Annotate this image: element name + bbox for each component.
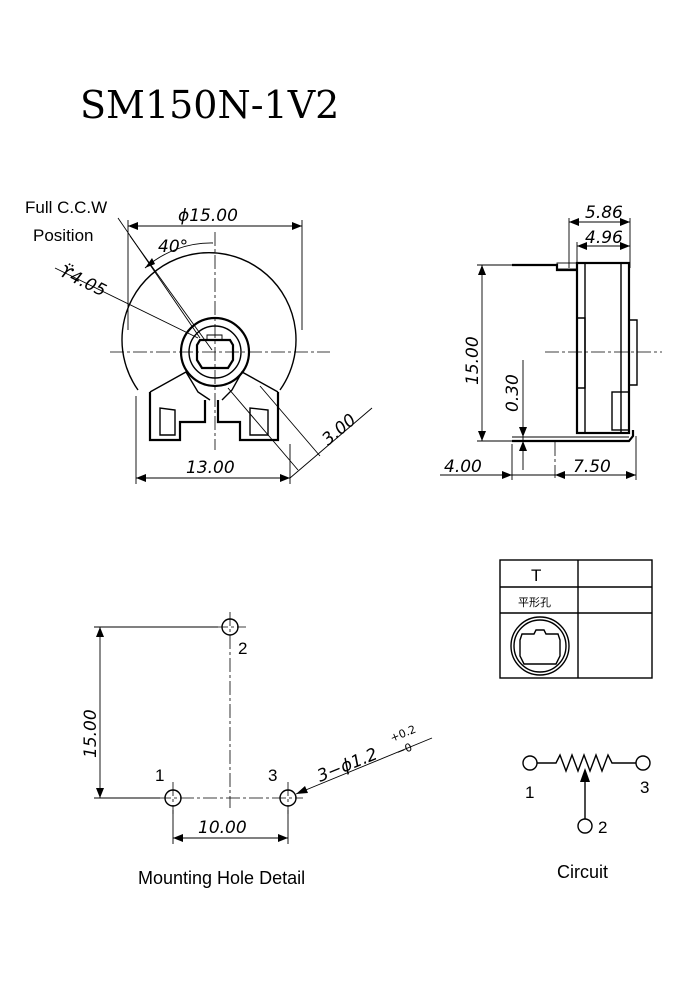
table-row-label: 平形孔 <box>518 596 551 609</box>
side-shaft-left <box>577 317 586 389</box>
side-terminal-box <box>611 391 630 431</box>
ccw-label-line2: Position <box>33 226 93 245</box>
circuit-diagram: 1 2 3 Circuit <box>522 753 651 882</box>
side-body <box>575 261 631 435</box>
resistor-symbol <box>537 753 636 773</box>
pin-ext-1 <box>227 387 299 471</box>
front-terminal-inner <box>159 407 269 436</box>
circuit-terminal-3 <box>635 755 651 771</box>
mounting-hole-detail: 15.00 10.00 3−ϕ1.2 +0.2 −0 1 2 3 Mountin… <box>81 612 433 888</box>
hole-spec-leader <box>295 737 433 795</box>
circuit-pin-2: 2 <box>598 818 607 837</box>
dim-pin-label: 3.00 <box>318 410 360 450</box>
circuit-terminal-1 <box>522 755 538 771</box>
hole-spec-label: 3−ϕ1.2 <box>314 744 380 786</box>
part-number-title: SM150N-1V2 <box>80 83 339 127</box>
dim-depth-body-label: 4.96 <box>585 228 623 248</box>
hole-tol-minus: −0 <box>394 741 414 759</box>
front-base <box>148 392 280 442</box>
side-terminal-bottom <box>512 430 635 443</box>
table-header: T <box>531 566 541 585</box>
shaft-hole <box>195 338 235 370</box>
dim-left-label: 4.00 <box>444 457 482 477</box>
shaft-icon-outer <box>510 616 570 676</box>
dim-shaft-label: ϔ4.05 <box>56 261 110 302</box>
circuit-terminal-2 <box>577 818 593 834</box>
mount-pin-1: 1 <box>155 766 164 785</box>
shaft-dim-leader <box>54 267 199 339</box>
shaft-icon-flat <box>519 629 561 665</box>
ccw-leader <box>117 217 201 339</box>
mount-pin-3: 3 <box>268 766 277 785</box>
angle-arrow <box>145 258 155 268</box>
dim-base-label: 13.00 <box>186 458 235 478</box>
dim-depth-total-label: 5.86 <box>585 203 623 223</box>
front-terminal-left <box>149 371 279 401</box>
front-view: ϕ15.00 ϔ4.05 3.00 13.00 Full C.C.W Posit… <box>25 198 373 484</box>
mount-spacing-label: 10.00 <box>198 818 247 838</box>
mount-pin-2: 2 <box>238 639 247 658</box>
pin-ext-2 <box>259 385 321 457</box>
side-view: 5.86 4.96 15.00 0.30 4.00 7.50 <box>440 203 662 480</box>
pin-dim-line <box>289 407 373 479</box>
hole-tol-plus: +0.2 <box>388 723 418 745</box>
dim-side-height-label: 15.00 <box>463 336 483 385</box>
shaft-type-table: T 平形孔 <box>499 559 653 679</box>
ccw-label-line1: Full C.C.W <box>25 198 107 217</box>
dim-angle-label: 40° <box>158 237 188 257</box>
circuit-pin-1: 1 <box>525 783 534 802</box>
dim-width-label: ϕ15.00 <box>178 206 238 226</box>
front-body-outline <box>121 252 297 391</box>
mount-height-label: 15.00 <box>81 709 101 758</box>
mounting-caption: Mounting Hole Detail <box>138 868 305 888</box>
shaft-key <box>206 334 223 340</box>
dim-thickness-label: 0.30 <box>503 374 523 412</box>
dim-right-label: 7.50 <box>573 457 611 477</box>
side-shaft-right <box>629 319 638 386</box>
circuit-caption: Circuit <box>557 862 608 882</box>
wiper-arrow <box>580 768 590 782</box>
circuit-pin-3: 3 <box>640 778 649 797</box>
